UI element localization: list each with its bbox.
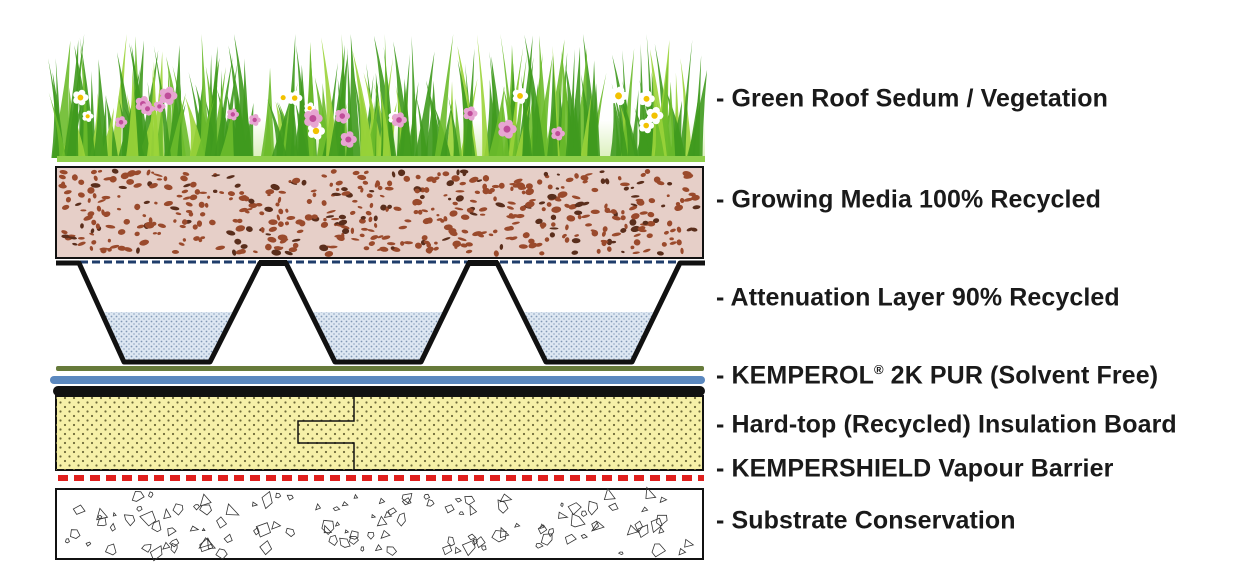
attenuation-layer (56, 260, 705, 365)
label-vegetation: - Green Roof Sedum / Vegetation (716, 84, 1109, 113)
registered-mark: ® (873, 362, 884, 378)
label-growing-media: - Growing Media 100% Recycled (716, 185, 1101, 214)
membrane-layers (50, 366, 705, 396)
label-substrate: - Substrate Conservation (716, 506, 1016, 535)
label-membrane-text: - KEMPEROL (716, 361, 874, 390)
flower-icons (73, 86, 664, 148)
label-attenuation: - Attenuation Layer 90% Recycled (716, 283, 1120, 312)
label-insulation: - Hard-top (Recycled) Insulation Board (716, 410, 1177, 439)
grass-blades (48, 34, 708, 159)
soil-pebbles (58, 168, 701, 257)
insulation-layer (55, 395, 704, 471)
substrate-layer (55, 486, 704, 562)
label-membrane: - KEMPEROL® 2K PUR (Solvent Free) (716, 362, 1158, 391)
label-vapour-barrier: - KEMPERSHIELD Vapour Barrier (716, 454, 1114, 483)
substrate-stones (64, 486, 695, 562)
growing-media-layer (55, 166, 704, 264)
label-membrane-text-2: 2K PUR (Solvent Free) (883, 361, 1159, 390)
vegetation-layer (48, 34, 708, 162)
